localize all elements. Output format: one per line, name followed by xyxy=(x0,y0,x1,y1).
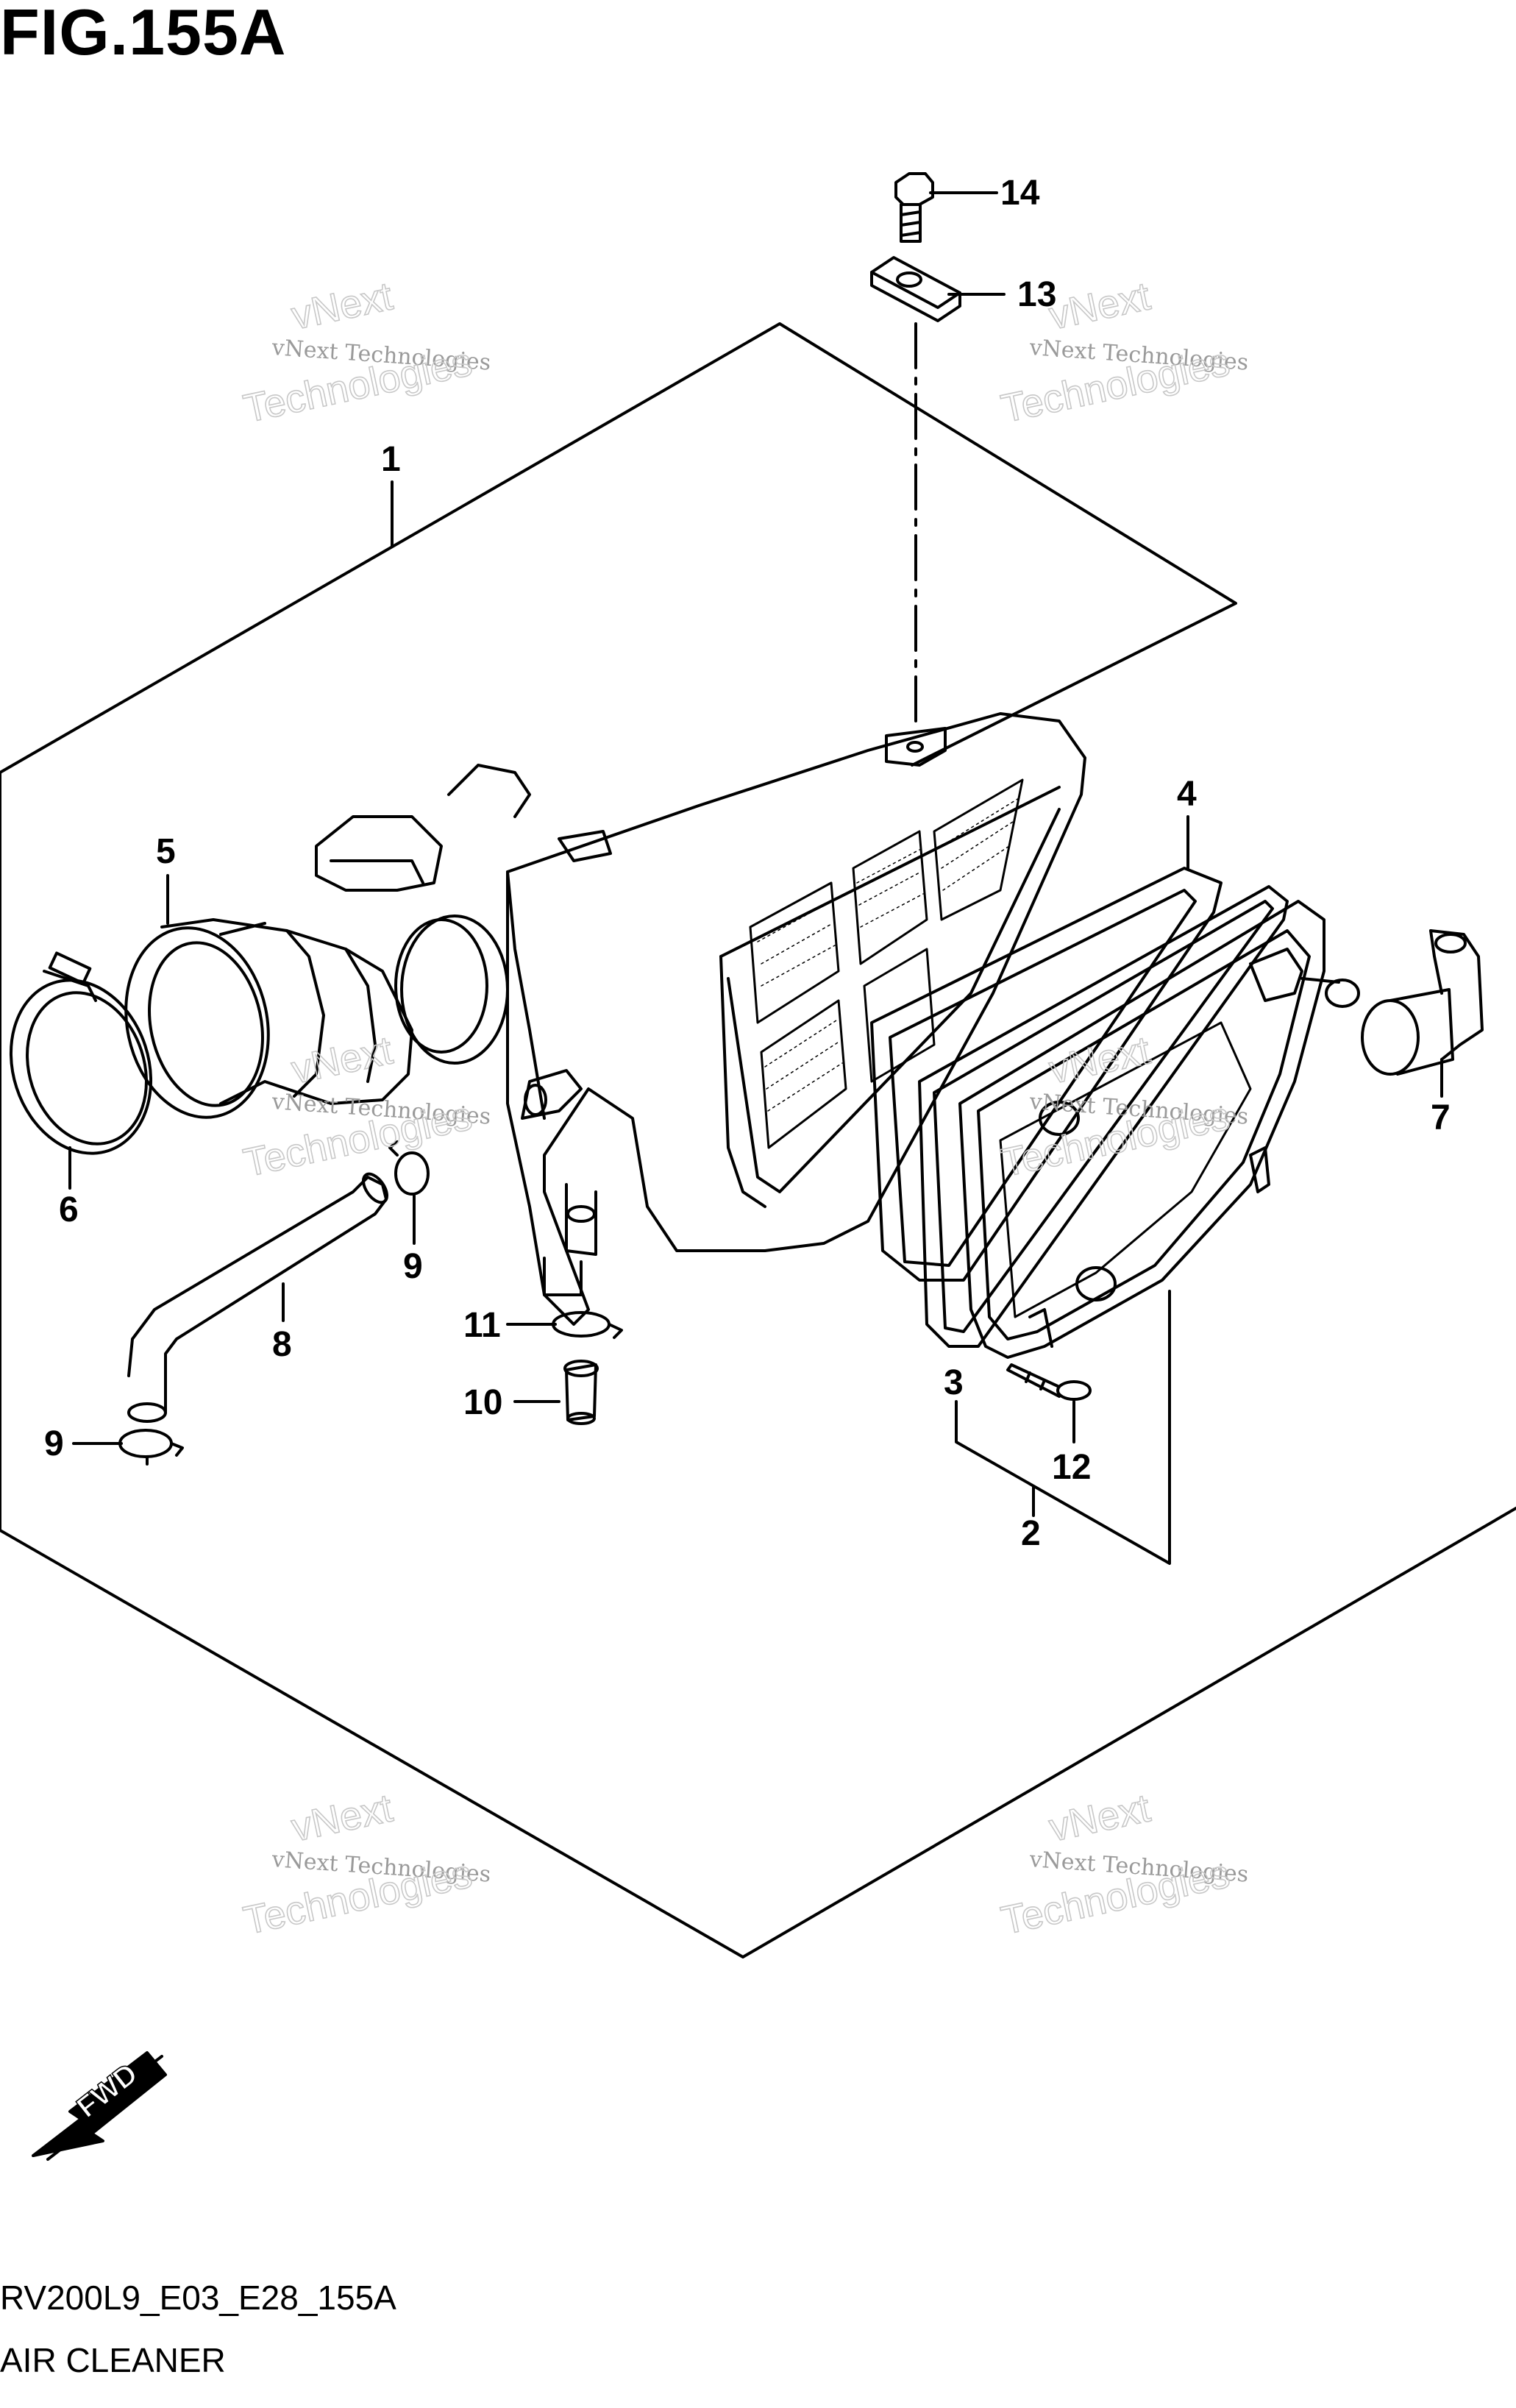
fwd-arrow-icon xyxy=(32,2051,167,2161)
watermark-6: vNext vNext Technologies Technologies xyxy=(997,1786,1249,1944)
cap-10 xyxy=(563,1360,599,1425)
callout-10: 10 xyxy=(463,1383,502,1422)
callout-5: 5 xyxy=(156,832,176,871)
callout-9-lower: 9 xyxy=(44,1424,64,1463)
clip-9-lower xyxy=(118,1429,184,1466)
filter-element-4 xyxy=(870,867,1223,1282)
figure-name: AIR CLEANER xyxy=(0,2341,226,2379)
watermark-6-line3: vNext xyxy=(1045,1786,1154,1850)
callout-14: 14 xyxy=(1000,174,1040,213)
callout-6: 6 xyxy=(59,1190,79,1229)
watermark-1-line3: vNext xyxy=(288,274,396,338)
gasket-3 xyxy=(918,885,1289,1348)
callout-8: 8 xyxy=(272,1325,292,1364)
assembly-outline xyxy=(0,322,1516,1958)
callout-3: 3 xyxy=(944,1363,964,1402)
callout-9-upper: 9 xyxy=(403,1247,423,1286)
callout-4: 4 xyxy=(1177,775,1197,814)
leader-2-bracket xyxy=(955,1290,1171,1565)
clip-11 xyxy=(552,1311,623,1339)
callout-12: 12 xyxy=(1052,1448,1091,1487)
drain-hose-8 xyxy=(127,1172,388,1423)
intake-duct-5 xyxy=(124,918,413,1119)
air-cleaner-box-1 xyxy=(315,712,1086,1326)
watermark-3-line3: vNext xyxy=(288,1028,396,1092)
figure-title: FIG.155A xyxy=(0,0,287,68)
figure-code: RV200L9_E03_E28_155A xyxy=(0,2279,396,2317)
callout-7: 7 xyxy=(1431,1098,1451,1137)
elbow-cap-7 xyxy=(1361,929,1484,1076)
screw-12 xyxy=(1006,1363,1092,1401)
callout-13: 13 xyxy=(1017,275,1056,314)
bolt-14 xyxy=(894,172,934,243)
hose-clamp-6 xyxy=(9,951,153,1155)
clip-9-upper xyxy=(388,1140,430,1196)
callout-11: 11 xyxy=(463,1306,501,1345)
watermark-5: vNext vNext Technologies Technologies xyxy=(239,1786,491,1944)
watermark-4: vNext vNext Technologies Technologies xyxy=(997,1028,1249,1186)
callout-1: 1 xyxy=(381,440,401,479)
watermark-2-line3: vNext xyxy=(1045,274,1154,338)
watermark-3: vNext vNext Technologies Technologies xyxy=(239,1028,491,1186)
cover-2 xyxy=(958,900,1360,1359)
callout-2: 2 xyxy=(1021,1514,1041,1553)
callout-numbers: 1 2 3 4 5 6 7 8 9 9 10 11 12 13 14 xyxy=(44,174,1451,1553)
watermark-5-line3: vNext xyxy=(288,1786,396,1850)
clip-nut-13 xyxy=(870,256,961,322)
watermark-1: vNext vNext Technologies Technologies xyxy=(239,274,491,432)
watermark-4-line3: vNext xyxy=(1045,1028,1154,1092)
